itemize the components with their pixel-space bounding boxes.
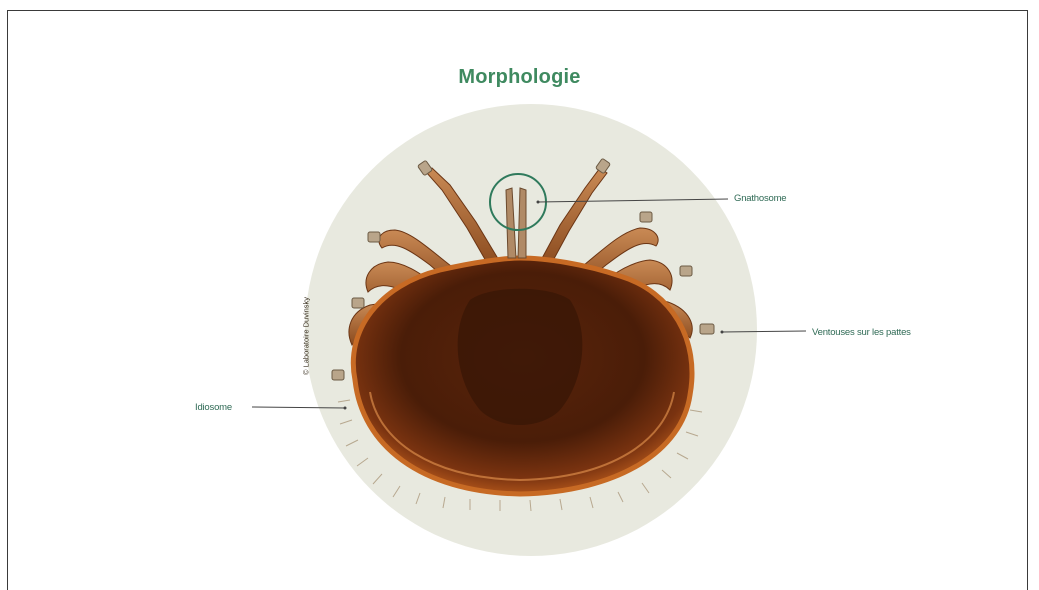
gnathosome-label: Gnathosome	[734, 193, 786, 204]
body-center	[458, 289, 583, 425]
idiosome-label: Idiosome	[195, 402, 232, 413]
ventouses-label: Ventouses sur les pattes	[812, 327, 911, 338]
copyright-credit: © Laboratoire Duvinsky	[302, 297, 311, 375]
